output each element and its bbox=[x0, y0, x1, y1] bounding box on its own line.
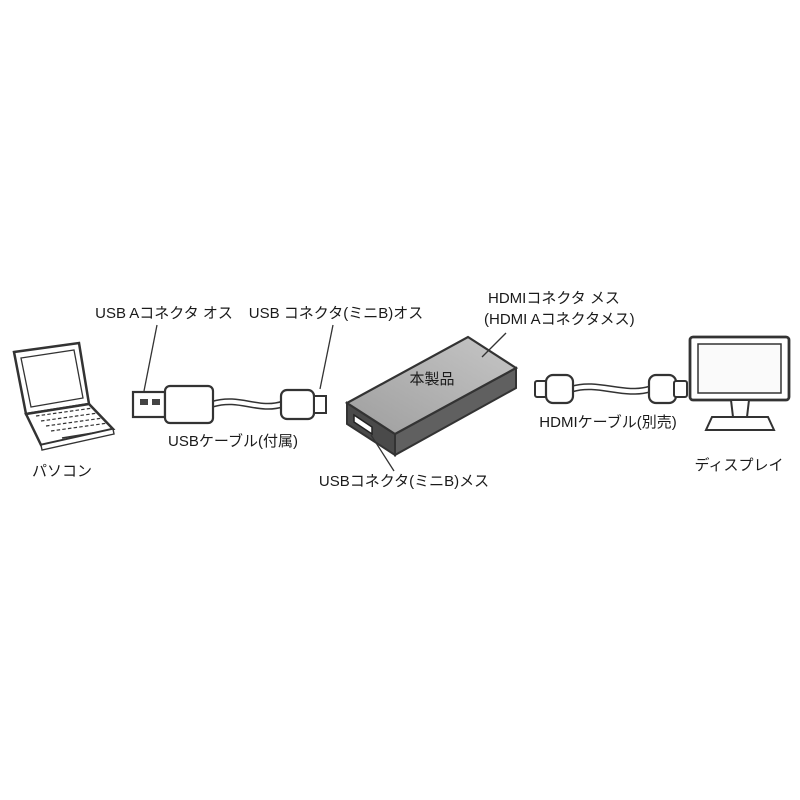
usb-a-contact-2 bbox=[152, 399, 160, 405]
label-usb-a-male: USB Aコネクタ オス bbox=[95, 305, 233, 322]
hdmi-plug-right bbox=[673, 380, 688, 398]
label-hdmi-female-line1: HDMIコネクタ メス bbox=[488, 290, 620, 307]
hdmi-connector-left bbox=[544, 373, 575, 405]
laptop-keys bbox=[35, 407, 109, 432]
monitor-base bbox=[704, 416, 776, 431]
leader-hdmi-female bbox=[481, 332, 507, 358]
usb-mini-b-port bbox=[353, 413, 373, 436]
label-hdmi-female-line2: (HDMI Aコネクタメス) bbox=[484, 311, 635, 328]
usb-a-shell bbox=[131, 390, 167, 419]
usb-mini-b-body bbox=[279, 388, 316, 421]
leader-lines bbox=[143, 324, 507, 472]
leader-usb-a-male bbox=[143, 324, 158, 392]
hdmi-connector-right bbox=[647, 373, 678, 405]
monitor-illustration bbox=[688, 335, 791, 431]
adapter-device: 本製品 bbox=[344, 335, 519, 457]
product-label: 本製品 bbox=[409, 371, 454, 388]
monitor-screen bbox=[697, 343, 782, 394]
label-usb-mini-b-female: USBコネクタ(ミニB)メス bbox=[319, 473, 489, 490]
usb-mini-b-tip bbox=[313, 395, 327, 414]
laptop-spacebar bbox=[61, 432, 94, 439]
label-display: ディスプレイ bbox=[695, 456, 784, 474]
leader-usb-mini-b-male bbox=[319, 324, 334, 390]
labels: USB Aコネクタ オス USB コネクタ(ミニB)オス HDMIコネクタ メス… bbox=[32, 290, 783, 490]
label-pc: パソコン bbox=[32, 463, 92, 480]
label-usb-cable: USBケーブル(付属) bbox=[168, 432, 298, 450]
hdmi-cable-assembly bbox=[534, 373, 688, 405]
label-usb-mini-b-male: USB コネクタ(ミニB)オス bbox=[249, 305, 423, 322]
usb-a-contact-1 bbox=[140, 399, 148, 405]
usb-cable-core bbox=[212, 399, 284, 409]
leader-usb-mini-b-female bbox=[370, 434, 395, 472]
laptop-screen-inner bbox=[20, 349, 84, 408]
adapter-top-face bbox=[344, 335, 519, 436]
hdmi-cable-core bbox=[571, 384, 651, 394]
usb-cable-assembly bbox=[131, 384, 327, 425]
laptop-illustration bbox=[12, 341, 116, 451]
monitor-stand bbox=[729, 399, 751, 418]
usb-a-body bbox=[163, 384, 215, 425]
label-hdmi-cable: HDMIケーブル(別売) bbox=[539, 413, 676, 431]
